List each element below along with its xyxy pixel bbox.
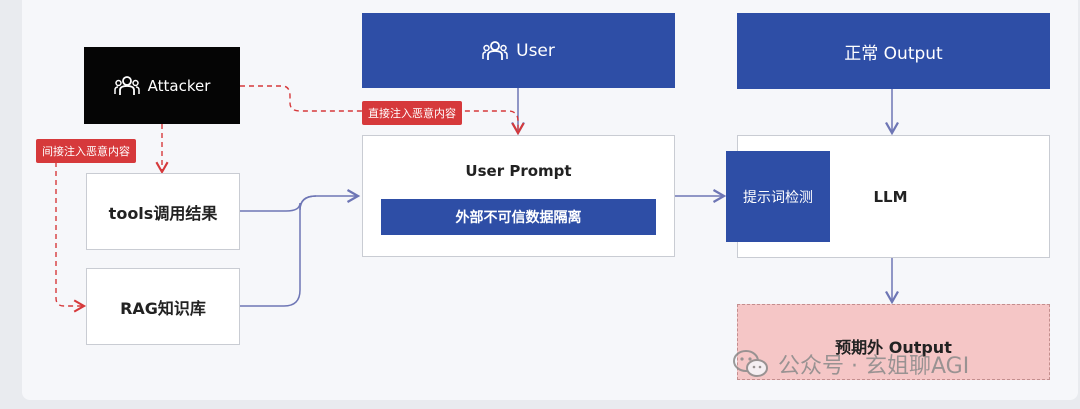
users-icon xyxy=(113,75,140,97)
edge-attacker-direct xyxy=(240,85,525,136)
tools-result-label: tools调用结果 xyxy=(108,203,218,223)
edge-tools-to-prompt xyxy=(240,189,361,212)
user-label: User xyxy=(516,40,555,61)
edge-rag-to-prompt xyxy=(240,195,317,307)
unexpected-output-node: 预期外 Output xyxy=(737,304,1050,380)
attacker-node: Attacker xyxy=(84,47,240,124)
llm-label: LLM xyxy=(873,187,908,206)
user-node: User xyxy=(362,13,675,88)
user-prompt-node: User Prompt 外部不可信数据隔离 xyxy=(362,135,675,257)
rag-node: RAG知识库 xyxy=(86,268,240,345)
user-prompt-label: User Prompt xyxy=(465,162,572,180)
attacker-label: Attacker xyxy=(147,76,211,95)
rag-label: RAG知识库 xyxy=(120,298,206,318)
indirect-injection-tag: 间接注入恶意内容 xyxy=(36,139,136,163)
normal-output-label: 正常 Output xyxy=(844,43,943,64)
edge-indirect-to-rag xyxy=(55,162,87,313)
unexpected-output-label: 预期外 Output xyxy=(835,338,952,357)
wechat-icon xyxy=(732,349,770,379)
tools-result-node: tools调用结果 xyxy=(86,173,240,250)
prompt-detect-label: 提示词检测 xyxy=(743,189,813,206)
normal-output-node: 正常 Output xyxy=(737,13,1050,89)
direct-injection-tag: 直接注入恶意内容 xyxy=(362,101,462,125)
users-icon xyxy=(482,40,508,62)
watermark-text: 公众号 · 玄姐聊AGI xyxy=(778,354,970,379)
isolation-bar: 外部不可信数据隔离 xyxy=(381,199,656,235)
prompt-detect-node: 提示词检测 xyxy=(726,151,830,242)
watermark: 公众号 · 玄姐聊AGI xyxy=(732,348,969,380)
